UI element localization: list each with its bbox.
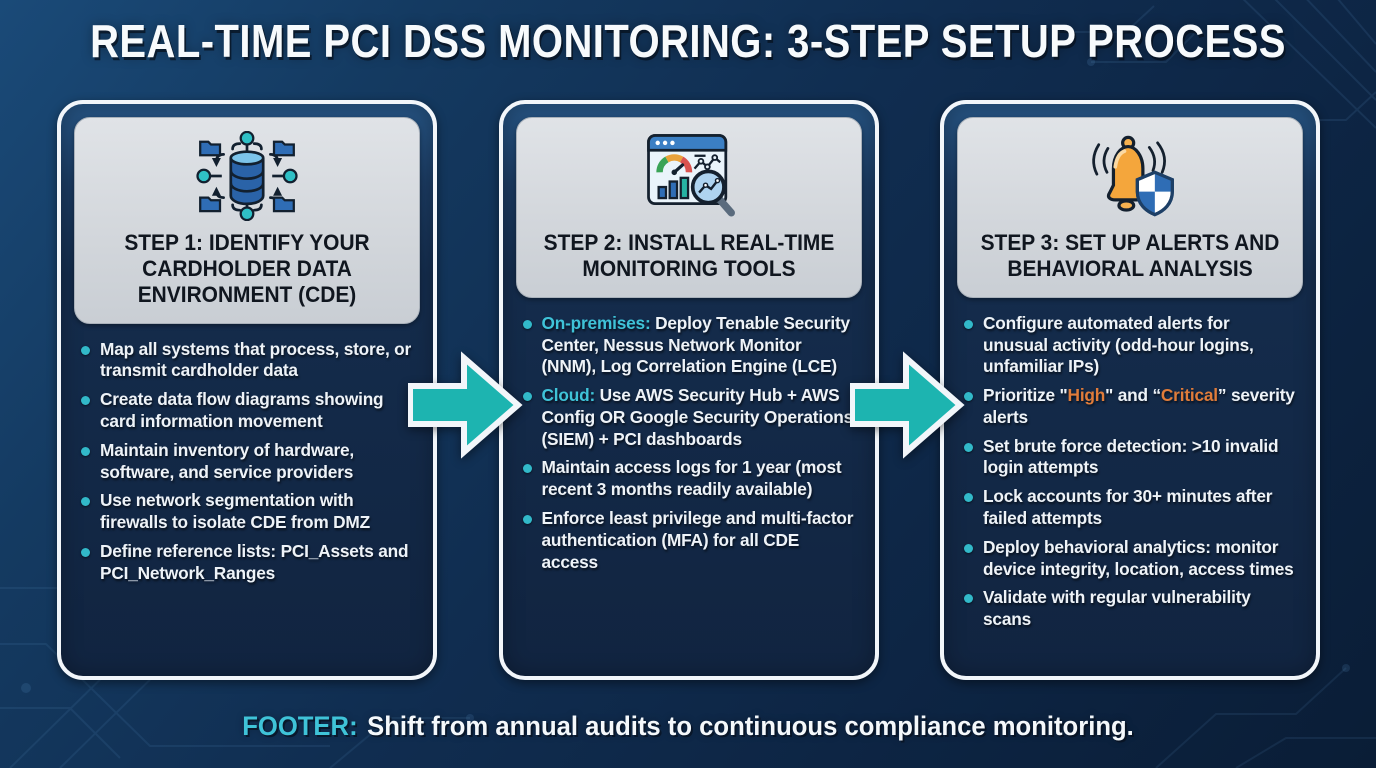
bullet-dot-icon xyxy=(964,392,973,402)
cards-row: STEP 1: IDENTIFY YOUR CARDHOLDER DATA EN… xyxy=(57,100,1320,680)
monitoring-dashboard-icon xyxy=(525,130,853,222)
step-heading: STEP 2: INSTALL REAL-TIME MONITORING TOO… xyxy=(543,230,834,281)
step-body: Map all systems that process, store, or … xyxy=(61,324,433,585)
bullet-dot-icon xyxy=(964,493,973,503)
bullet-item: Map all systems that process, store, or … xyxy=(81,339,415,383)
bullet-item: Maintain inventory of hardware, software… xyxy=(81,440,415,484)
bullet-item: Define reference lists: PCI_Assets and P… xyxy=(81,541,415,585)
bullet-list: Map all systems that process, store, or … xyxy=(81,339,415,585)
alert-bell-shield-icon xyxy=(966,130,1294,222)
bullet-text: Prioritize "High" and “Critical” severit… xyxy=(983,385,1295,427)
arrow-right-icon xyxy=(407,346,524,466)
bullet-text: Enforce least privilege and multi-factor… xyxy=(541,508,854,572)
step-header-panel: STEP 1: IDENTIFY YOUR CARDHOLDER DATA EN… xyxy=(74,117,420,324)
bullet-text: On-premises: Deploy Tenable Security Cen… xyxy=(541,312,851,377)
step-body: On-premises: Deploy Tenable Security Cen… xyxy=(503,298,875,574)
monitoring-dashboard-icon xyxy=(646,134,735,217)
bullet-item: Create data flow diagrams showing card i… xyxy=(81,389,415,433)
bullet-text: Create data flow diagrams showing card i… xyxy=(100,389,384,431)
bullet-text: Maintain access logs for 1 year (most re… xyxy=(541,457,842,500)
bullet-text: Set brute force detection: >10 invalid l… xyxy=(983,435,1279,478)
step-heading: STEP 3: SET UP ALERTS AND BEHAVIORAL ANA… xyxy=(980,230,1280,281)
database-network-icon xyxy=(83,130,411,222)
footer-text: FOOTER: Shift from annual audits to conti… xyxy=(34,711,1341,742)
bullet-dot-icon xyxy=(81,547,90,557)
footer-label: FOOTER: xyxy=(242,711,358,741)
bullet-item: Enforce least privilege and multi-factor… xyxy=(522,508,857,573)
bullet-list: On-premises: Deploy Tenable Security Cen… xyxy=(522,312,857,574)
bullet-item: Cloud: Use AWS Security Hub + AWS Config… xyxy=(522,385,857,450)
bullet-dot-icon xyxy=(964,594,973,604)
bullet-list: Configure automated alerts for unusual a… xyxy=(964,313,1298,631)
bullet-item: Lock accounts for 30+ minutes after fail… xyxy=(964,486,1298,530)
bullet-dot-icon xyxy=(81,446,90,456)
bullet-text: Use network segmentation with firewalls … xyxy=(100,490,370,533)
bullet-dot-icon xyxy=(522,392,532,402)
bullet-text: Define reference lists: PCI_Assets and P… xyxy=(100,540,409,583)
bullet-dot-icon xyxy=(81,345,90,355)
bullet-dot-icon xyxy=(522,515,532,524)
bullet-item: Use network segmentation with firewalls … xyxy=(81,490,415,534)
step-body: Configure automated alerts for unusual a… xyxy=(944,298,1316,631)
step-card-3: STEP 3: SET UP ALERTS AND BEHAVIORAL ANA… xyxy=(940,100,1320,680)
bullet-dot-icon xyxy=(81,396,90,406)
bullet-text: Validate with regular vulnerability scan… xyxy=(983,587,1251,630)
step-header-panel: STEP 3: SET UP ALERTS AND BEHAVIORAL ANA… xyxy=(957,117,1303,298)
bullet-text: Lock accounts for 30+ minutes after fail… xyxy=(983,486,1273,528)
bullet-text: Maintain inventory of hardware, software… xyxy=(100,439,355,482)
bullet-dot-icon xyxy=(522,319,532,329)
step-heading: STEP 1: IDENTIFY YOUR CARDHOLDER DATA EN… xyxy=(124,230,370,307)
database-network-icon xyxy=(196,131,298,221)
bullet-dot-icon xyxy=(964,442,973,452)
bullet-dot-icon xyxy=(964,543,973,553)
bullet-dot-icon xyxy=(964,319,973,329)
bullet-item: Validate with regular vulnerability scan… xyxy=(964,587,1298,631)
step-card-1: STEP 1: IDENTIFY YOUR CARDHOLDER DATA EN… xyxy=(57,100,437,680)
arrow-right-icon xyxy=(849,346,966,466)
footer-message: Shift from annual audits to continuous c… xyxy=(367,711,1134,741)
page-title: REAL-TIME PCI DSS MONITORING: 3-STEP SET… xyxy=(90,15,1286,67)
bullet-text: Configure automated alerts for unusual a… xyxy=(983,312,1254,377)
bullet-item: Deploy behavioral analytics: monitor dev… xyxy=(964,537,1298,581)
bullet-dot-icon xyxy=(81,497,90,507)
bullet-item: Configure automated alerts for unusual a… xyxy=(964,313,1298,378)
bullet-item: Maintain access logs for 1 year (most re… xyxy=(522,457,857,501)
bullet-text: Cloud: Use AWS Security Hub + AWS Config… xyxy=(541,385,854,449)
step-card-2: STEP 2: INSTALL REAL-TIME MONITORING TOO… xyxy=(498,100,879,680)
bullet-item: On-premises: Deploy Tenable Security Cen… xyxy=(522,312,857,378)
step-header-panel: STEP 2: INSTALL REAL-TIME MONITORING TOO… xyxy=(515,117,862,298)
bullet-dot-icon xyxy=(522,464,532,474)
bullet-item: Set brute force detection: >10 invalid l… xyxy=(964,436,1298,480)
bullet-text: Deploy behavioral analytics: monitor dev… xyxy=(983,536,1294,579)
alert-bell-shield-icon xyxy=(1092,135,1174,217)
bullet-text: Map all systems that process, store, or … xyxy=(100,338,412,381)
bullet-item: Prioritize "High" and “Critical” severit… xyxy=(964,385,1298,429)
